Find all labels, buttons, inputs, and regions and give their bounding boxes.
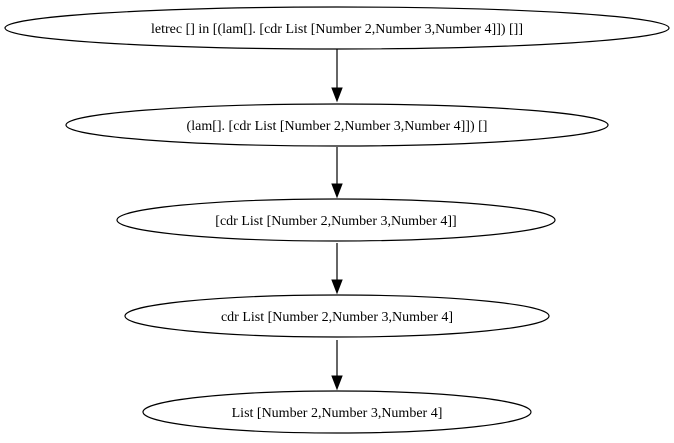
node-label: [cdr List [Number 2,Number 3,Number 4]] [215, 214, 456, 229]
node-label: List [Number 2,Number 3,Number 4] [232, 406, 443, 421]
node-letrec: letrec [] in [(lam[]. [cdr List [Number … [4, 6, 670, 50]
edge-n4-n5 [331, 340, 343, 391]
node-ellipse [142, 390, 532, 434]
node-ellipse [124, 294, 550, 338]
node-label: letrec [] in [(lam[]. [cdr List [Number … [151, 22, 523, 37]
node-lambda-application: (lam[]. [cdr List [Number 2,Number 3,Num… [65, 103, 609, 147]
edge-n2-n3 [331, 147, 343, 199]
edge-n3-n4 [331, 243, 343, 295]
edge-n1-n2 [331, 49, 343, 103]
node-list: List [Number 2,Number 3,Number 4] [142, 390, 532, 434]
node-label: cdr List [Number 2,Number 3,Number 4] [221, 310, 453, 325]
node-ellipse [116, 198, 556, 242]
node-cdr-list: cdr List [Number 2,Number 3,Number 4] [124, 294, 550, 338]
node-label: (lam[]. [cdr List [Number 2,Number 3,Num… [187, 119, 488, 134]
node-ellipse [65, 103, 609, 147]
node-ellipse [4, 6, 670, 50]
node-cdr-list-bracketed: [cdr List [Number 2,Number 3,Number 4]] [116, 198, 556, 242]
